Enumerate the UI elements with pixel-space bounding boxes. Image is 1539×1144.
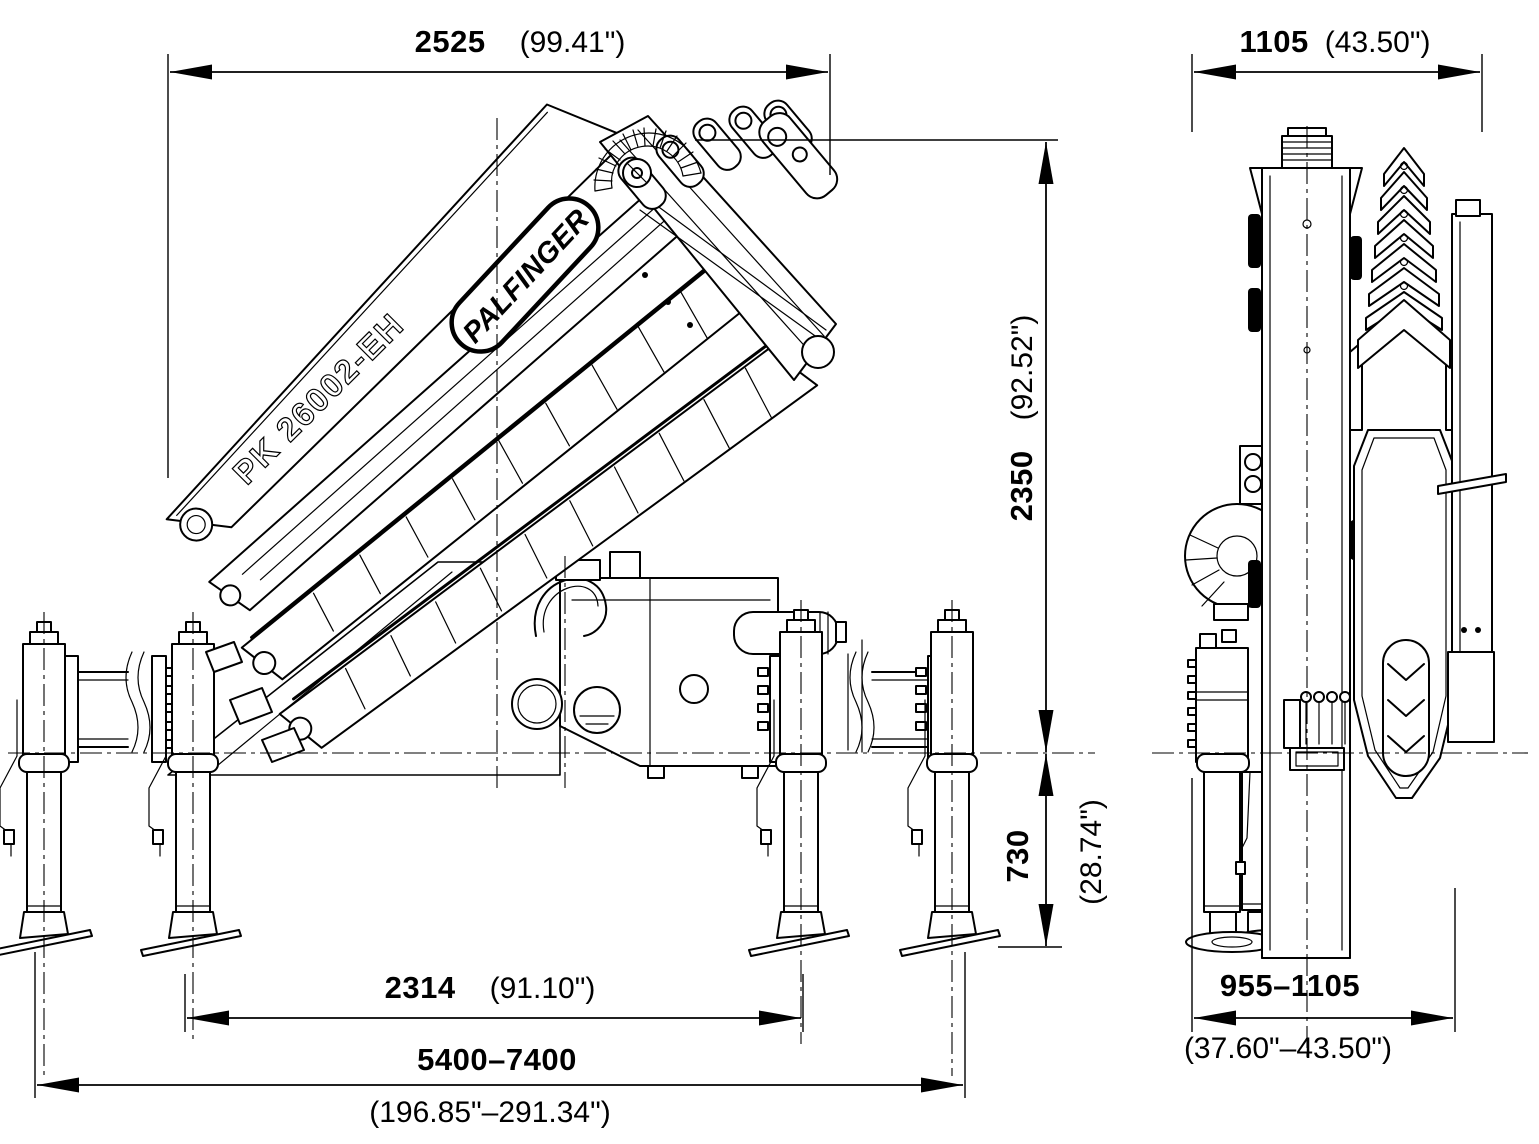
centerlines xyxy=(8,118,1528,1076)
rear-view xyxy=(1184,127,1507,959)
dim-rear-width-lines xyxy=(1191,778,1456,1032)
dim-rear-width-metric: 955–1105 xyxy=(1219,968,1361,1003)
dim-crane-width-lines xyxy=(1191,54,1483,132)
dim-crane-width-label: 1105 (43.50") xyxy=(1240,24,1431,60)
boom-section-3 xyxy=(240,262,757,681)
rear-column xyxy=(1248,127,1363,959)
side-view: PALFINGER PK 26002-EH xyxy=(0,99,1001,957)
rear-right-column xyxy=(1437,199,1507,743)
dim-inner-spacing-lines xyxy=(184,974,804,1032)
hose-guide-fan xyxy=(593,127,702,192)
dimension-lines xyxy=(34,54,1483,1098)
dim-span-lines xyxy=(34,952,966,1098)
dim-crane-length-label: 2525 (99.41") xyxy=(415,24,626,60)
dim-inner-spacing-imperial: (91.10") xyxy=(489,972,596,1005)
left-outrigger-beam xyxy=(63,651,177,763)
dim-span-metric: 5400–7400 xyxy=(417,1042,577,1077)
dim-crane-width-metric: 1105 xyxy=(1239,24,1309,59)
dim-crane-width-imperial: (43.50") xyxy=(1324,26,1431,59)
outrigger-leg xyxy=(899,609,1001,957)
dim-rear-width-imperial-label: (37.60"–43.50") xyxy=(1184,1032,1392,1066)
dim-crane-length-imperial: (99.41") xyxy=(519,26,626,59)
dim-span-imperial-label: (196.85"–291.34") xyxy=(369,1096,610,1130)
dim-ground-imperial-label: (28.74") xyxy=(1075,799,1109,905)
dim-rear-width-metric-label: 955–1105 xyxy=(1220,968,1360,1004)
dim-inner-spacing-metric: 2314 xyxy=(384,970,456,1005)
dim-span-imperial: (196.85"–291.34") xyxy=(369,1096,611,1129)
dim-inner-spacing-label: 2314 (91.10") xyxy=(385,970,596,1006)
dim-span-metric-label: 5400–7400 xyxy=(417,1042,577,1078)
rear-boom-stack xyxy=(1349,147,1459,799)
dim-height-imperial: (92.52") xyxy=(1006,314,1039,421)
dim-rear-width-imperial: (37.60"–43.50") xyxy=(1183,1032,1393,1065)
dim-ground-lines xyxy=(998,754,1062,948)
dim-ground-metric: 730 xyxy=(1000,829,1035,883)
dim-height-label: 2350 (92.52") xyxy=(1004,315,1040,522)
dim-crane-length-metric: 2525 xyxy=(414,24,486,59)
crane-base xyxy=(511,551,779,779)
dim-crane-length-lines xyxy=(167,54,831,478)
dim-height-metric: 2350 xyxy=(1004,450,1039,522)
dim-height-lines xyxy=(695,139,1058,752)
dim-ground-imperial: (28.74") xyxy=(1075,799,1108,905)
folded-boom xyxy=(165,103,819,763)
dim-ground-metric-label: 730 xyxy=(1000,829,1036,882)
